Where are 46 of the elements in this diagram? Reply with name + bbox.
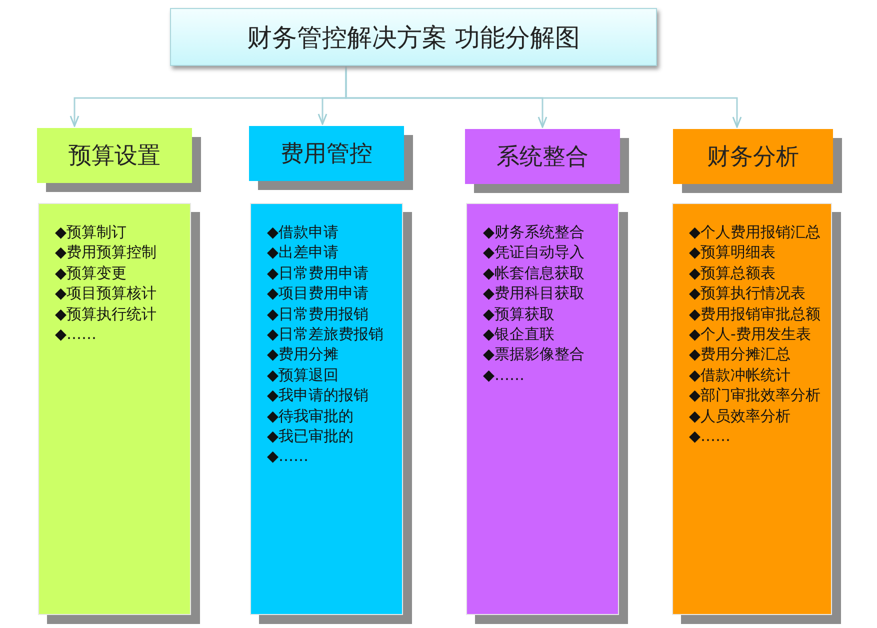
list-item: ◆项目费用申请 bbox=[267, 283, 369, 304]
list-item: ◆…… bbox=[483, 364, 525, 386]
list-item: ◆预算制订 bbox=[55, 222, 127, 242]
list-item: ◆借款申请 bbox=[267, 222, 339, 242]
category-heading: 系统整合 bbox=[496, 143, 588, 172]
title-banner: 财务管控解决方案 功能分解图 bbox=[170, 8, 657, 66]
list-item: ◆…… bbox=[689, 426, 731, 446]
list-item: ◆预算退回 bbox=[267, 364, 339, 386]
category-header-box bbox=[249, 126, 404, 181]
category-header-box bbox=[673, 129, 833, 184]
list-item: ◆部门审批效率分析 bbox=[689, 385, 821, 406]
list-item: ◆我已审批的 bbox=[267, 426, 354, 446]
list-item: ◆项目预算核计 bbox=[55, 283, 157, 304]
category-header-box bbox=[37, 128, 192, 183]
list-item: ◆预算执行情况表 bbox=[689, 283, 806, 304]
list-item: ◆…… bbox=[55, 324, 97, 344]
list-item: ◆出差申请 bbox=[267, 242, 339, 263]
list-item: ◆财务系统整合 bbox=[483, 222, 585, 242]
list-item: ◆帐套信息获取 bbox=[483, 262, 585, 284]
list-item: ◆日常差旅费报销 bbox=[267, 324, 384, 344]
category-heading: 费用管控 bbox=[280, 140, 372, 169]
list-item: ◆日常费用申请 bbox=[267, 262, 369, 284]
list-item: ◆…… bbox=[267, 446, 309, 467]
list-item: ◆待我审批的 bbox=[267, 406, 354, 426]
list-item: ◆费用分摊 bbox=[267, 344, 339, 365]
list-item: ◆凭证自动导入 bbox=[483, 242, 585, 263]
list-item: ◆借款冲帐统计 bbox=[689, 364, 791, 386]
list-item: ◆费用报销审批总额 bbox=[689, 304, 821, 324]
list-item: ◆预算总额表 bbox=[689, 262, 776, 284]
list-item: ◆预算变更 bbox=[55, 262, 127, 284]
list-item: ◆银企直联 bbox=[483, 324, 555, 344]
list-item: ◆人员效率分析 bbox=[689, 406, 791, 426]
list-item: ◆预算明细表 bbox=[689, 242, 776, 263]
list-item: ◆预算获取 bbox=[483, 304, 555, 324]
list-item: ◆费用科目获取 bbox=[483, 283, 585, 304]
list-item: ◆费用预算控制 bbox=[55, 242, 157, 263]
list-item: ◆预算执行统计 bbox=[55, 304, 157, 324]
category-header-box bbox=[465, 129, 620, 184]
list-item: ◆个人-费用发生表 bbox=[689, 324, 811, 344]
category-heading: 预算设置 bbox=[68, 142, 160, 171]
list-item: ◆费用分摊汇总 bbox=[689, 344, 791, 365]
list-item: ◆个人费用报销汇总 bbox=[689, 222, 821, 242]
list-item: ◆我申请的报销 bbox=[267, 385, 369, 406]
category-heading: 财务分析 bbox=[707, 143, 799, 172]
list-item: ◆票据影像整合 bbox=[483, 344, 585, 365]
list-item: ◆日常费用报销 bbox=[267, 304, 369, 324]
